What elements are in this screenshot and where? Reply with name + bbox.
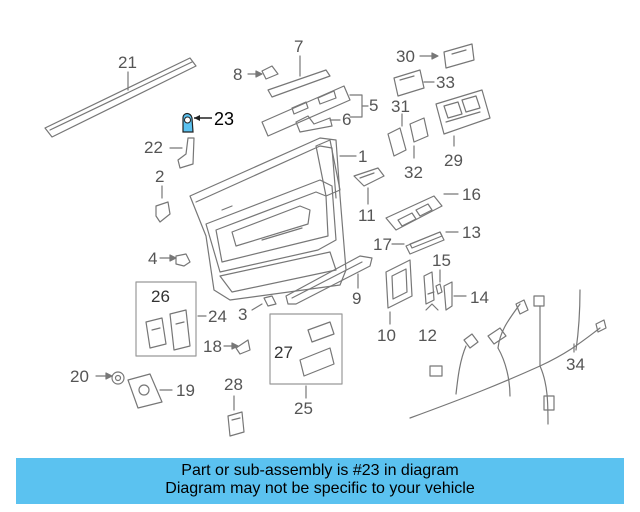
- callout-21: 21: [118, 53, 137, 72]
- part-31-switch: [387, 127, 407, 157]
- part-18-clip: [235, 339, 251, 355]
- callout-1: 1: [358, 147, 367, 166]
- callout-10: 10: [377, 326, 396, 345]
- callout-30: 30: [396, 47, 415, 66]
- part-7-trim-strip: [267, 69, 331, 98]
- part-5-switch-panel: [261, 85, 351, 137]
- callout-31: 31: [391, 97, 410, 116]
- callout-6: 6: [342, 110, 351, 129]
- callout-20: 20: [70, 367, 89, 386]
- part-24-lock-assembly: [135, 281, 197, 357]
- part-32-switch: [409, 117, 429, 143]
- callout-4: 4: [148, 249, 157, 268]
- callout-16: 16: [462, 185, 481, 204]
- part-14-bracket: [443, 281, 453, 311]
- part-15-clip: [435, 283, 443, 295]
- caption-line-2: Diagram may not be specific to your vehi…: [165, 480, 475, 497]
- part-22-bracket: [177, 137, 195, 169]
- callout-19: 19: [176, 381, 195, 400]
- callout-34: 34: [566, 355, 585, 374]
- part-13-strip: [405, 231, 445, 255]
- part-21-moulding: [44, 57, 197, 138]
- part-16-switch-panel: [385, 195, 443, 231]
- callout-13: 13: [462, 223, 481, 242]
- part-12-clips: [423, 271, 435, 305]
- part-10-panel: [385, 259, 413, 309]
- callout-8: 8: [233, 65, 242, 84]
- callout-32: 32: [404, 163, 423, 182]
- callout-2: 2: [155, 167, 164, 186]
- part-9-armrest: [285, 255, 373, 305]
- part-1-door-trim-panel: [189, 137, 347, 301]
- part-25-assembly: [269, 313, 343, 385]
- callout-5: 5: [369, 96, 378, 115]
- callout-15: 15: [432, 251, 451, 270]
- callout-7: 7: [294, 37, 303, 56]
- callout-18: 18: [203, 337, 222, 356]
- part-2-bracket: [155, 201, 171, 223]
- part-28-clip: [227, 411, 245, 437]
- callout-24: 24: [208, 307, 227, 326]
- part-11-switch: [353, 167, 385, 187]
- callout-33: 33: [436, 73, 455, 92]
- part-17-strip: [409, 231, 443, 249]
- part-6-handle: [295, 115, 333, 133]
- caption-line-1: Part or sub-assembly is #23 in diagram: [181, 462, 459, 479]
- callout-23: 23: [214, 109, 234, 129]
- caption-banner: Part or sub-assembly is #23 in diagram D…: [16, 458, 624, 504]
- part-33-switch: [393, 69, 425, 97]
- callout-27: 27: [274, 343, 293, 362]
- callout-12: 12: [418, 326, 437, 345]
- callout-22: 22: [144, 138, 163, 157]
- part-34-wiring-harness: [409, 289, 607, 425]
- part-3-fastener: [263, 295, 277, 307]
- callout-25: 25: [294, 399, 313, 418]
- callout-9: 9: [352, 289, 361, 308]
- part-29-switch-assembly: [435, 89, 491, 135]
- callout-11: 11: [358, 206, 376, 225]
- part-20-grommet: [111, 371, 125, 385]
- part-23-highlighted: [182, 112, 212, 133]
- callout-17: 17: [373, 235, 392, 254]
- callout-14: 14: [470, 288, 489, 307]
- part-30-switch: [443, 43, 475, 69]
- part-8-clip: [261, 65, 279, 80]
- part-4-fastener: [175, 253, 191, 267]
- callout-3: 3: [238, 305, 247, 324]
- callout-29: 29: [444, 151, 463, 170]
- callout-26: 26: [151, 287, 170, 306]
- callout-28: 28: [224, 375, 243, 394]
- part-19-speaker: [127, 373, 163, 409]
